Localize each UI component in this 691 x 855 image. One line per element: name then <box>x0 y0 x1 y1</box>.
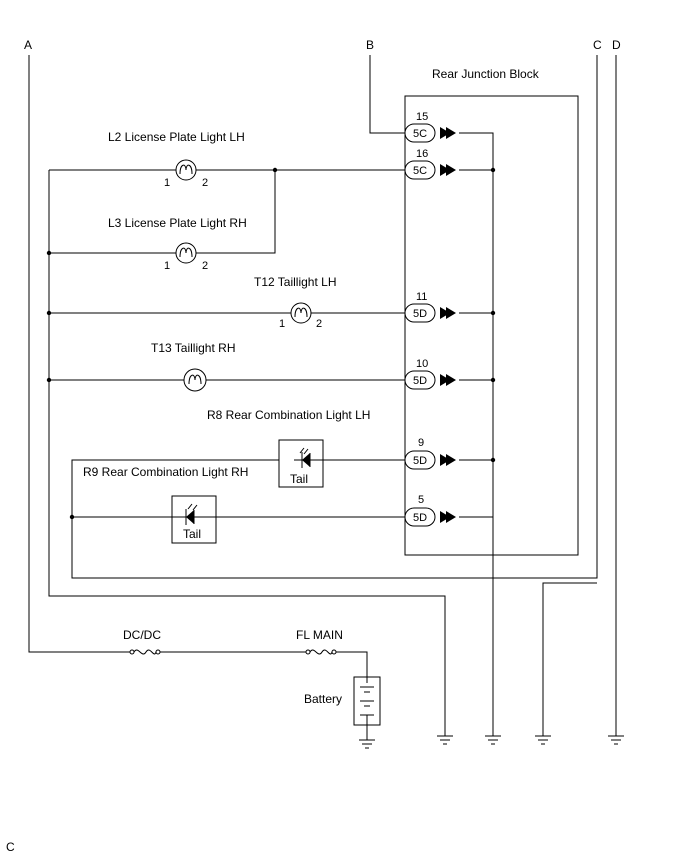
lamp-t12: T12 Taillight LH 1 2 <box>254 275 337 330</box>
svg-text:DC/DC: DC/DC <box>123 628 161 642</box>
corner-label-c: C <box>6 840 15 854</box>
svg-text:16: 16 <box>416 148 428 160</box>
junction-internal-bus <box>459 132 496 736</box>
junction-block-title: Rear Junction Block <box>432 67 540 81</box>
rear-combination-light-lh: R8 Rear Combination Light LH Tail <box>207 408 405 488</box>
svg-text:FL MAIN: FL MAIN <box>296 628 343 642</box>
fuse-dcdc <box>129 649 161 655</box>
svg-text:Tail: Tail <box>183 527 201 541</box>
svg-text:L3 License Plate Light RH: L3 License Plate Light RH <box>108 216 247 230</box>
battery: Battery <box>304 676 381 740</box>
svg-text:2: 2 <box>316 318 322 330</box>
svg-text:L2 License Plate Light LH: L2 License Plate Light LH <box>108 130 245 144</box>
svg-text:Tail: Tail <box>290 472 308 486</box>
svg-text:9: 9 <box>418 437 424 449</box>
svg-text:5C: 5C <box>413 165 427 177</box>
svg-text:15: 15 <box>416 111 428 123</box>
rear-combination-light-rh: R9 Rear Combination Light RH Tail <box>69 55 598 579</box>
ground-line-c <box>542 582 597 736</box>
fuse-fl-main <box>305 649 337 655</box>
terminal-15: 15 5C <box>404 111 456 143</box>
ground-symbols <box>359 735 624 749</box>
lamp-l3: L3 License Plate Light RH 1 2 <box>108 216 247 272</box>
svg-text:5C: 5C <box>413 128 427 140</box>
wire-b <box>369 55 405 134</box>
terminal-11: 11 5D <box>404 291 456 323</box>
junction-block-box <box>404 95 579 556</box>
lamp-t13: T13 Taillight RH <box>151 341 235 392</box>
wire-label-d: D <box>612 38 621 52</box>
terminal-9: 9 5D <box>404 437 456 470</box>
svg-text:1: 1 <box>279 318 285 330</box>
lamp-l2: L2 License Plate Light LH 1 2 <box>108 130 245 189</box>
svg-text:T13 Taillight RH: T13 Taillight RH <box>151 341 235 355</box>
terminal-10: 10 5D <box>404 358 456 390</box>
svg-text:1: 1 <box>164 177 170 189</box>
svg-text:T12 Taillight LH: T12 Taillight LH <box>254 275 337 289</box>
terminal-16: 16 5C <box>404 148 456 180</box>
svg-text:2: 2 <box>202 260 208 272</box>
svg-text:11: 11 <box>416 291 427 303</box>
wire-label-c: C <box>593 38 602 52</box>
svg-text:5D: 5D <box>413 375 427 387</box>
svg-text:5D: 5D <box>413 455 427 467</box>
svg-text:R8 Rear Combination Light LH: R8 Rear Combination Light LH <box>207 408 370 422</box>
svg-text:1: 1 <box>164 260 170 272</box>
svg-text:10: 10 <box>416 358 428 370</box>
lamp-branches <box>46 167 446 736</box>
wire-label-b: B <box>366 38 374 52</box>
svg-text:5: 5 <box>418 494 424 506</box>
svg-text:5D: 5D <box>413 308 427 320</box>
svg-text:R9 Rear Combination Light RH: R9 Rear Combination Light RH <box>83 465 248 479</box>
power-feed: DC/DC FL MAIN <box>28 55 368 677</box>
svg-text:5D: 5D <box>413 512 427 524</box>
wire-label-a: A <box>24 38 32 52</box>
svg-text:Battery: Battery <box>304 692 342 706</box>
terminal-5: 5 5D <box>404 494 456 527</box>
svg-text:2: 2 <box>202 177 208 189</box>
